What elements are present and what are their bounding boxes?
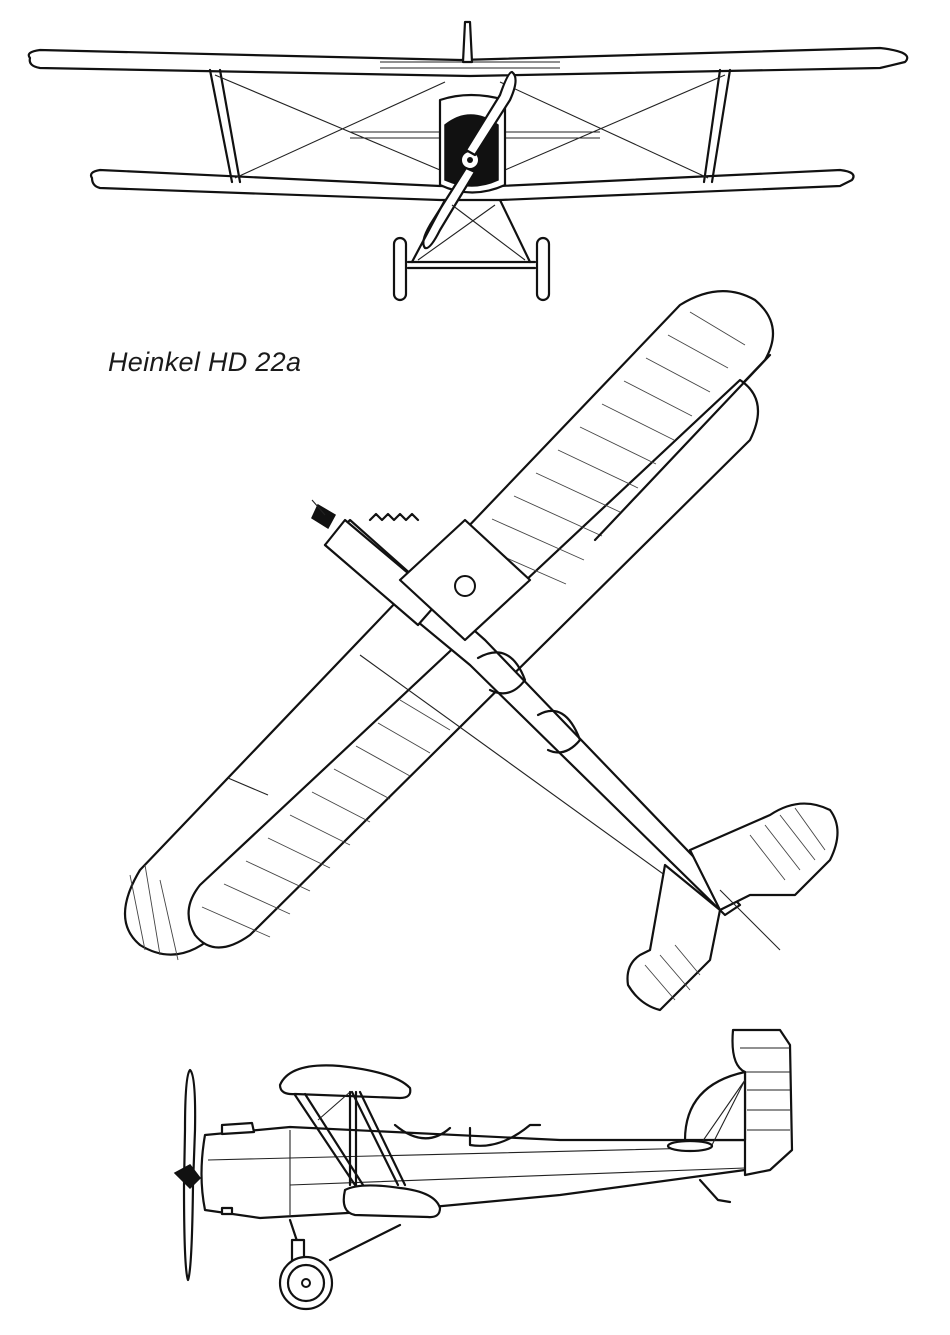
aircraft-title: Heinkel HD 22a	[108, 347, 302, 377]
side-view-drawing	[173, 1028, 794, 1311]
top-view-drawing	[123, 290, 839, 1012]
front-view-drawing	[27, 20, 909, 302]
